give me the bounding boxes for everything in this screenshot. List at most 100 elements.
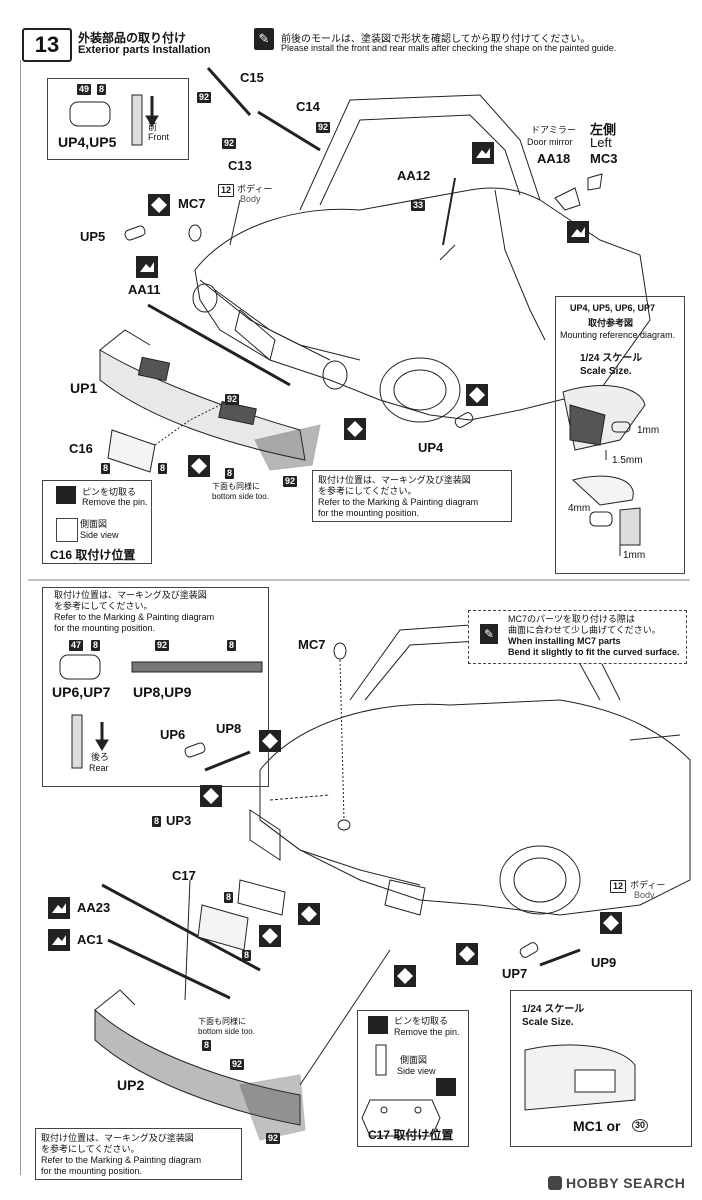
label-mc3: MC3 bbox=[590, 151, 618, 166]
bottom-same-en: bottom side too. bbox=[212, 492, 269, 501]
label-up9: UP9 bbox=[591, 955, 617, 970]
diamond-mark-mc7 bbox=[148, 194, 170, 216]
label-aa23: AA23 bbox=[77, 900, 111, 915]
mount-ref-title: UP4, UP5, UP6, UP7 bbox=[570, 303, 656, 313]
left-jp: 左側 bbox=[590, 122, 617, 137]
part-num-8: 8 bbox=[97, 84, 107, 95]
position-note-1-en2: for the mounting position. bbox=[318, 508, 420, 518]
c17-position-box bbox=[357, 1010, 469, 1147]
position-note-1 bbox=[312, 470, 512, 522]
rear-bottom-jp: 下面も同様に bbox=[198, 1017, 246, 1026]
c17-side-en: Side view bbox=[397, 1066, 436, 1076]
mount-scale-en: Scale Size. bbox=[580, 366, 632, 377]
mirror-jp: ドアミラー bbox=[531, 125, 576, 135]
step-number-box: 13 bbox=[22, 28, 72, 62]
position-note-2 bbox=[35, 1128, 242, 1180]
mc7-note-jp2: 曲面に合わせて少し曲げてください。 bbox=[508, 625, 661, 635]
c16-side-en: Side view bbox=[80, 530, 119, 540]
c17-cut-jp: ピンを切取る bbox=[394, 1016, 449, 1026]
decal-icon-aa18 bbox=[567, 221, 589, 243]
up4-up5-box bbox=[47, 78, 189, 160]
c17-caption: C17 取付け位置 bbox=[368, 1128, 454, 1142]
mount-ref-jp: 取付参考図 bbox=[588, 318, 634, 328]
diamond-mark-c17a bbox=[298, 903, 320, 925]
mirror-en: Door mirror bbox=[527, 137, 573, 147]
label-c16: C16 bbox=[69, 441, 93, 456]
cut-pin-icon-2 bbox=[368, 1016, 388, 1034]
part-num-47: 47 bbox=[69, 640, 84, 651]
mc7-note-en1: When installing MC7 parts bbox=[508, 636, 621, 646]
part-num-92-up8: 92 bbox=[155, 640, 170, 651]
num-8-up3: 8 bbox=[152, 816, 162, 827]
position-note-2-en1: Refer to the Marking & Painting diagram bbox=[41, 1155, 202, 1165]
label-up8: UP8 bbox=[216, 721, 242, 736]
label-up1: UP1 bbox=[70, 380, 98, 396]
rear-dir-jp: 後ろ bbox=[91, 752, 110, 762]
mid-note-en1: Refer to the Marking & Painting diagram bbox=[54, 612, 215, 622]
circle-30: 30 bbox=[632, 1119, 649, 1132]
c16-cut-en: Remove the pin. bbox=[82, 497, 148, 507]
num-92-bumper: 92 bbox=[283, 476, 298, 487]
mid-note-jp1: 取付け位置は、マーキング及び塗装図 bbox=[54, 590, 207, 600]
label-c13: C13 bbox=[228, 158, 252, 173]
label-c14: C14 bbox=[296, 99, 320, 114]
label-aa12: AA12 bbox=[397, 168, 431, 183]
dim-1mm-b: 1mm bbox=[623, 550, 646, 561]
diamond-mark-c16 bbox=[188, 455, 210, 477]
num-92-c14: 92 bbox=[316, 122, 331, 133]
mount-ref-en: Mounting reference diagram. bbox=[560, 330, 676, 340]
c16-side-view-icon bbox=[56, 518, 78, 542]
step-title-jp: 外装部品の取り付け bbox=[78, 31, 187, 45]
decal-icon-ac1 bbox=[48, 929, 70, 951]
c16-position-box bbox=[42, 480, 152, 564]
num-12-body-rear: 12 bbox=[610, 880, 627, 893]
scale-box-2 bbox=[510, 990, 692, 1147]
dim-1-5mm: 1.5mm bbox=[612, 455, 643, 466]
label-aa11: AA11 bbox=[128, 282, 161, 297]
decal-icon-aa23 bbox=[48, 897, 70, 919]
header-note-en: Please install the front and rear malls … bbox=[281, 43, 617, 53]
c16-caption: C16 取付け位置 bbox=[50, 548, 136, 562]
c16-side-jp: 側面図 bbox=[80, 519, 108, 529]
label-aa18: AA18 bbox=[537, 151, 571, 166]
num-92-up2a: 92 bbox=[230, 1059, 245, 1070]
body-rear-jp: ボディー bbox=[630, 880, 666, 890]
mc7-note-box bbox=[468, 610, 687, 664]
c17-side-jp: 側面図 bbox=[400, 1055, 428, 1065]
body-rear-en: Body bbox=[634, 890, 655, 900]
body-jp: ボディー bbox=[237, 184, 273, 194]
up8-up9-label: UP8,UP9 bbox=[133, 684, 192, 700]
up6-up7-label: UP6,UP7 bbox=[52, 684, 111, 700]
num-92-c13: 92 bbox=[222, 138, 237, 149]
part-num-49: 49 bbox=[77, 84, 92, 95]
dim-4mm: 4mm bbox=[568, 503, 591, 514]
num-92-up2b: 92 bbox=[266, 1133, 281, 1144]
decal-icon-aa12 bbox=[472, 142, 494, 164]
body-en: Body bbox=[240, 194, 261, 204]
num-8-up2: 8 bbox=[202, 1040, 212, 1051]
hobby-search-logo-icon bbox=[548, 1176, 562, 1190]
mid-note-en2: for the mounting position. bbox=[54, 623, 156, 633]
bottom-same-jp: 下面も同様に bbox=[212, 482, 260, 491]
label-up6: UP6 bbox=[160, 727, 186, 742]
label-mc7-rear: MC7 bbox=[298, 637, 326, 652]
note-pen-icon: ✎ bbox=[254, 28, 274, 50]
position-note-1-jp1: 取付け位置は、マーキング及び塗装図 bbox=[318, 475, 471, 485]
mid-note-jp2: を参考にしてください。 bbox=[54, 601, 153, 611]
scale2-en: Scale Size. bbox=[522, 1017, 574, 1028]
step-frame bbox=[20, 60, 691, 1175]
label-up3: UP3 bbox=[166, 813, 192, 828]
scale2-jp: 1/24 スケール bbox=[522, 1004, 585, 1015]
position-note-1-jp2: を参考にしてください。 bbox=[318, 486, 417, 496]
header-note-jp: 前後のモールは、塗装図で形状を確認してから取り付けてください。 bbox=[281, 34, 591, 45]
num-33: 33 bbox=[411, 200, 426, 211]
decal-icon-c17 bbox=[436, 1078, 456, 1096]
diamond-mark-up4 bbox=[466, 384, 488, 406]
mc7-note-jp1: MC7のパーツを取り付ける際は bbox=[508, 614, 635, 624]
num-92-c15: 92 bbox=[197, 92, 212, 103]
label-c15: C15 bbox=[240, 70, 264, 85]
front-dir-jp: 前 bbox=[148, 122, 158, 132]
up4-up5-label: UP4,UP5 bbox=[58, 134, 117, 150]
hobby-search-logo: HOBBY SEARCH bbox=[566, 1175, 686, 1191]
part-num-8-up6: 8 bbox=[91, 640, 101, 651]
